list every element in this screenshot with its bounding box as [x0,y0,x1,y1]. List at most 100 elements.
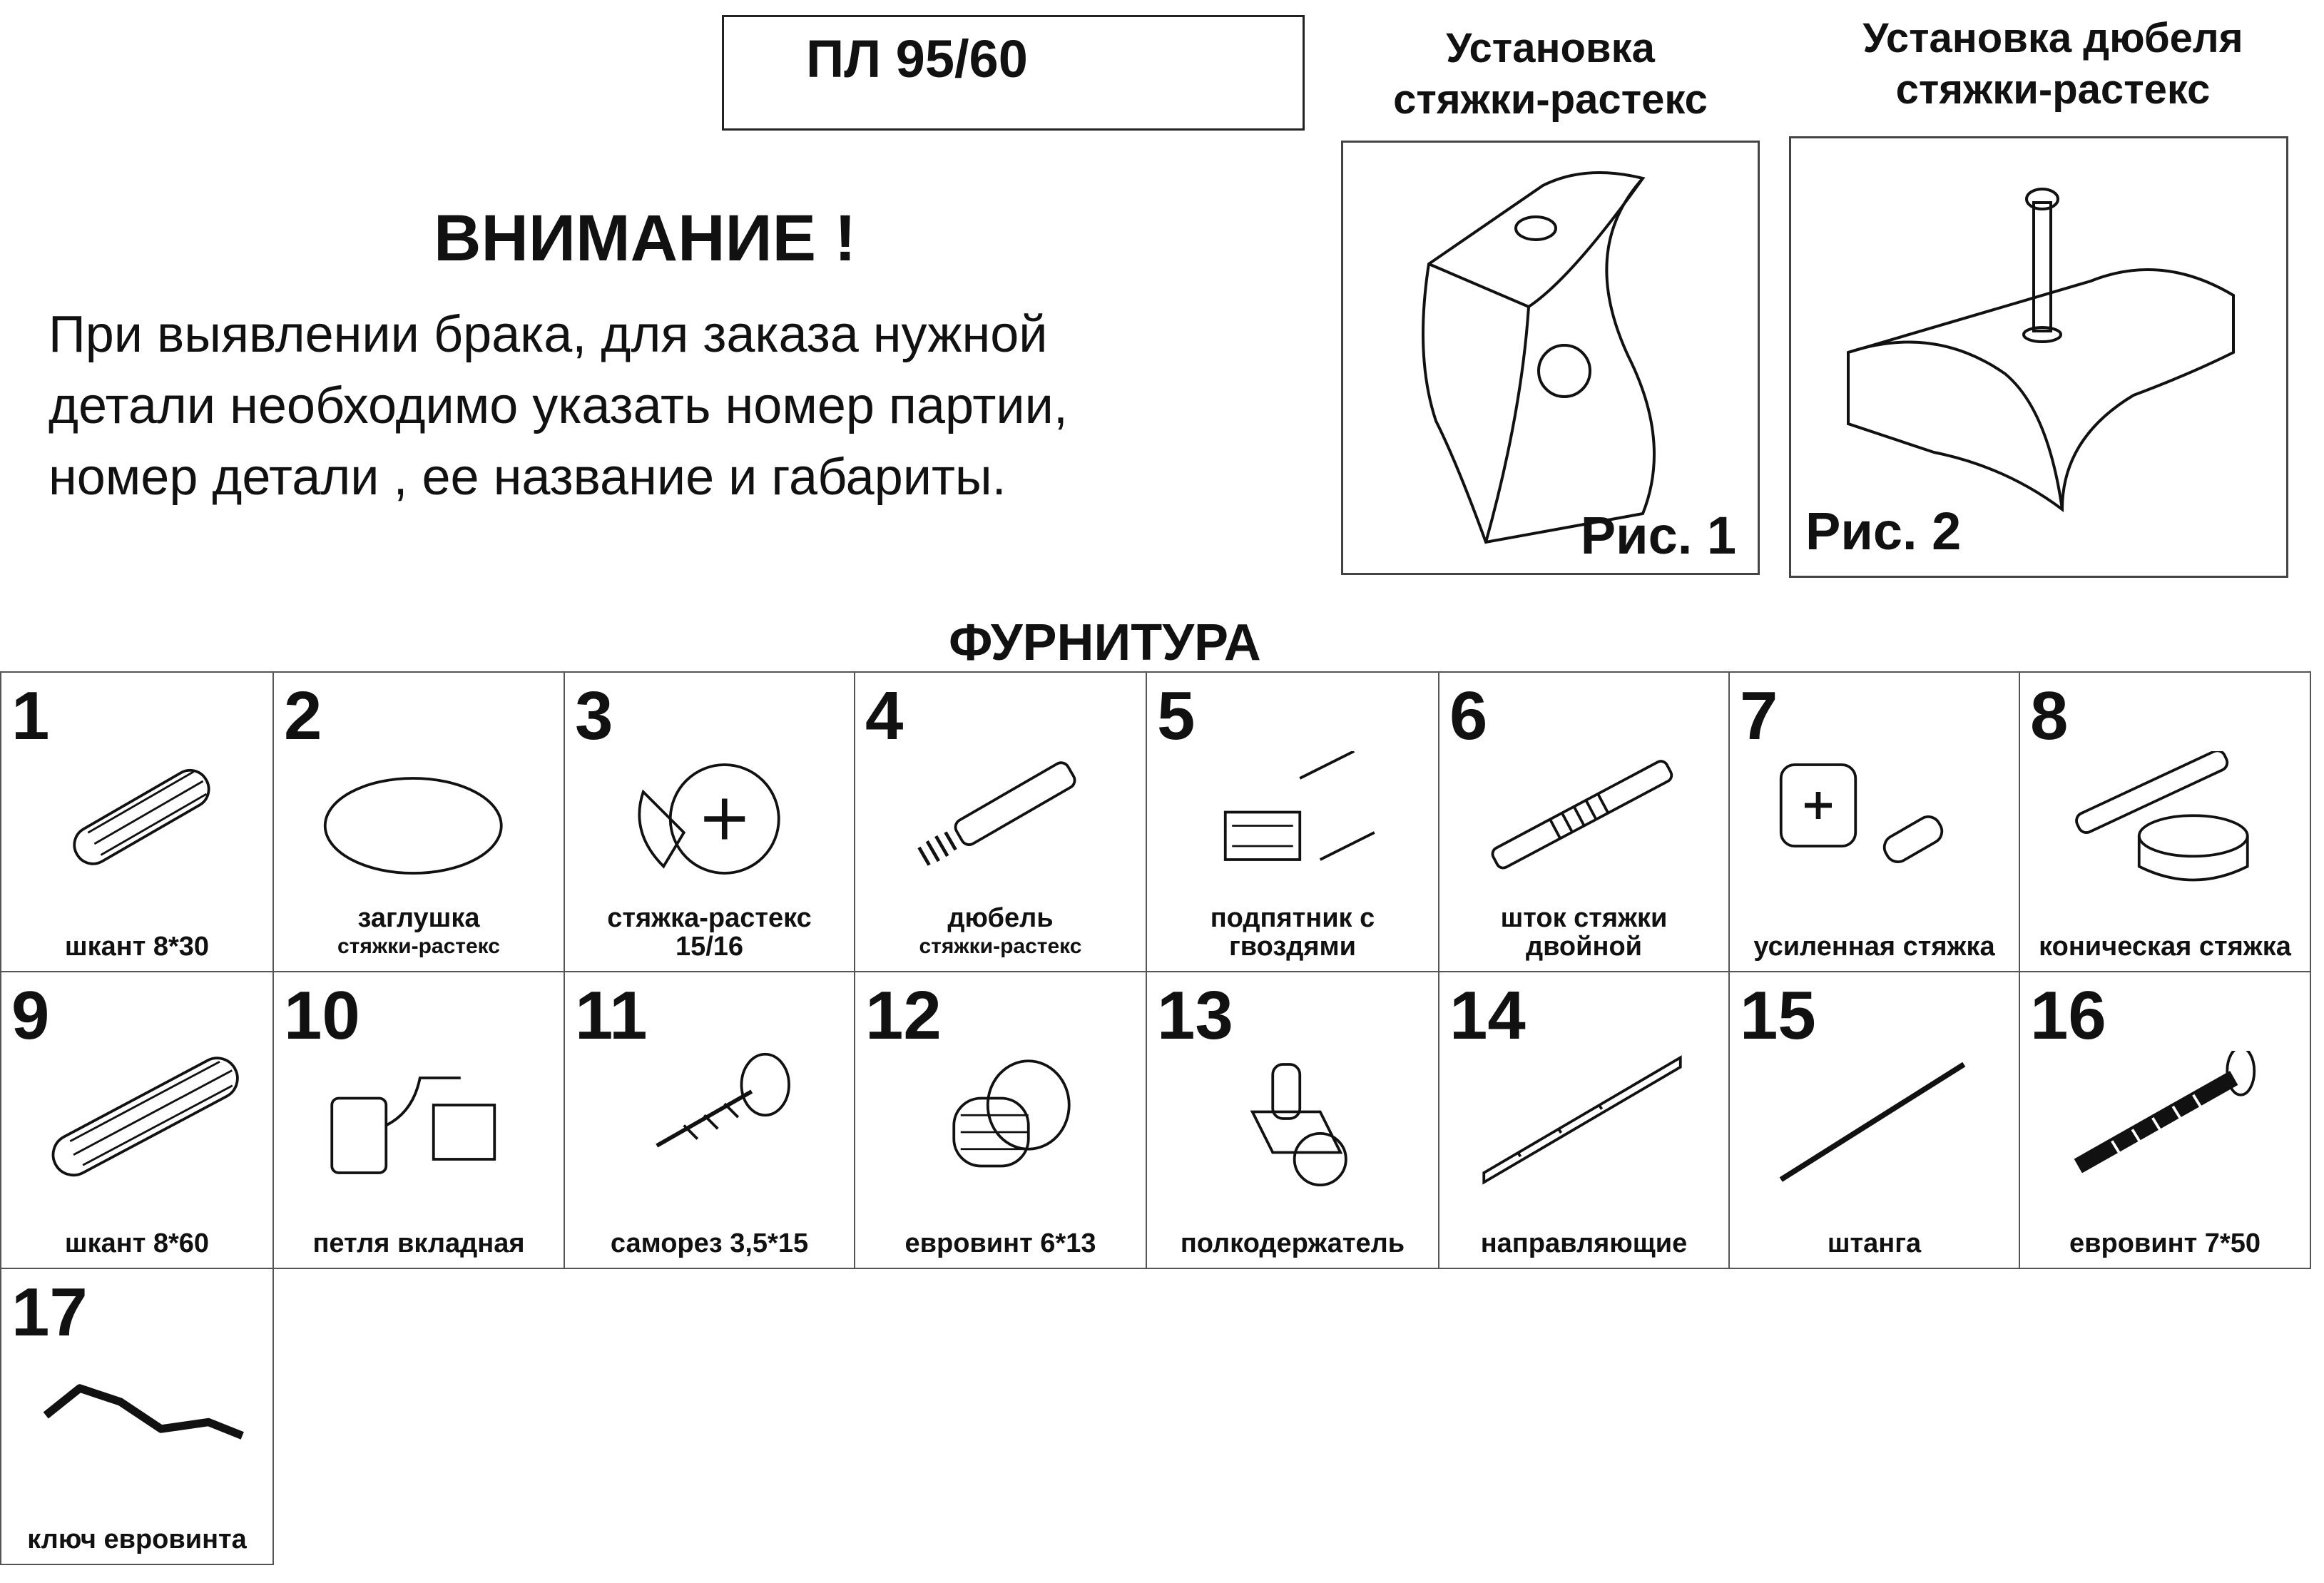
item-caption: усиленная стяжка [1730,932,2019,961]
item-name: евровинт 7*50 [2069,1228,2261,1258]
dowel-installation-illustration [1847,188,2235,512]
figure-1: Рис. 1 [1341,141,1760,575]
rod-icon [1779,1062,1966,1182]
item-name: штанга [1827,1228,1922,1258]
item-name: полкодержатель [1180,1228,1405,1258]
notice-title: ВНИМАНИЕ ! [434,202,857,275]
euroscrew-long-icon [2074,1051,2256,1174]
item-name: коническая стяжка [2039,932,2291,962]
item-name: евровинт 6*13 [904,1228,1096,1258]
item-name: стяжка-растекс [607,903,812,933]
item-number: 10 [284,977,360,1054]
item-caption: саморез 3,5*15 [565,1229,854,1258]
item-subname: стяжки-растекс [919,935,1082,958]
item-number: 12 [865,977,942,1054]
item-number: 17 [11,1274,88,1350]
item-number: 7 [1740,678,1778,754]
item-name: шкант 8*30 [64,932,210,962]
item-name: дюбель [947,903,1054,933]
shelf-support-icon [1250,1063,1347,1186]
item-subname: двойной [1525,932,1643,962]
figure-1-label: Рис. 1 [1580,506,1736,565]
item-subname: гвоздями [1228,932,1357,962]
item-name: саморез 3,5*15 [610,1228,809,1258]
item-name: усиленная стяжка [1753,932,1995,962]
hardware-item-13: 13 полкодержатель [1146,971,1439,1269]
item-name: направляющие [1480,1228,1688,1258]
item-caption: ключ евровинта [1,1525,272,1554]
hardware-item-11: 11 саморез 3,5*15 [564,971,855,1269]
item-caption: шкант 8*60 [1,1229,272,1258]
item-number: 16 [2030,977,2106,1054]
item-number: 15 [1740,977,1816,1054]
double-bolt-icon [1491,760,1673,870]
hardware-item-9: 9 шкант 8*60 [0,971,274,1269]
reinforced-lock-icon [1779,763,1944,863]
notice-line: номер детали , ее название и габариты. [49,449,1006,506]
screw-icon [656,1052,790,1148]
hardware-item-7: 7 усиленная стяжка [1728,671,2020,972]
item-caption: полкодержатель [1147,1229,1438,1258]
heading-line: стяжки-растекс [1393,76,1708,123]
item-number: 11 [575,977,648,1054]
item-number: 9 [11,977,50,1054]
item-subname: 15/16 [675,932,744,962]
item-number: 13 [1157,977,1233,1054]
item-name: шток стяжки [1500,903,1668,933]
item-name: шкант 8*60 [64,1228,210,1258]
item-number: 14 [1449,977,1526,1054]
notice-line: При выявлении брака, для заказа нужной [49,306,1048,363]
hardware-title: ФУРНИТУРА [949,614,1261,671]
item-caption: петля вкладная [274,1229,564,1258]
item-number: 5 [1157,678,1196,754]
item-number: 4 [865,678,904,754]
drawer-rail-icon [1482,1055,1682,1185]
item-caption: шкант 8*30 [1,932,272,961]
cam-lock-icon [638,763,780,875]
item-number: 6 [1449,678,1488,754]
hardware-item-17: 17 ключ евровинта [0,1268,274,1565]
glide-nails-icon [1223,751,1375,861]
hinge-icon [330,1076,496,1174]
item-name: ключ евровинта [27,1525,247,1554]
item-caption: евровинт 6*13 [855,1229,1146,1258]
item-caption: направляющие [1439,1229,1728,1258]
item-caption: евровинт 7*50 [2020,1229,2310,1258]
hardware-item-16: 16 евровинт 7*50 [2019,971,2311,1269]
heading-line: Установка [1446,25,1655,71]
heading-line: Установка дюбеля [1862,15,2243,61]
cap-icon [323,777,503,875]
euroscrew-short-icon [952,1059,1071,1168]
figure-2: Рис. 2 [1789,136,2288,578]
cam-lock-installation-illustration [1422,171,1656,544]
item-number: 8 [2030,678,2069,754]
dowel-long-icon [51,1057,239,1177]
figure-2-label: Рис. 2 [1805,502,1962,561]
hardware-item-15: 15 штанга [1728,971,2020,1269]
figure-1-heading: Установка стяжки-растекс [1341,23,1760,126]
hardware-item-8: 8 коническая стяжка [2019,671,2311,972]
item-number: 3 [575,678,613,754]
item-name: заглушка [357,903,480,933]
heading-line: стяжки-растекс [1895,66,2211,113]
model-box [722,15,1305,131]
item-caption: коническая стяжка [2020,932,2310,961]
conical-lock-icon [2075,751,2249,882]
notice-line: детали необходимо указать номер партии, [49,377,1068,434]
item-name: петля вкладная [312,1228,525,1258]
item-subname: стяжки-растекс [337,935,500,958]
figure-2-heading: Установка дюбеля стяжки-растекс [1789,13,2317,116]
item-name: подпятник с [1210,903,1375,933]
hardware-item-12: 12 евровинт 6*13 [854,971,1147,1269]
